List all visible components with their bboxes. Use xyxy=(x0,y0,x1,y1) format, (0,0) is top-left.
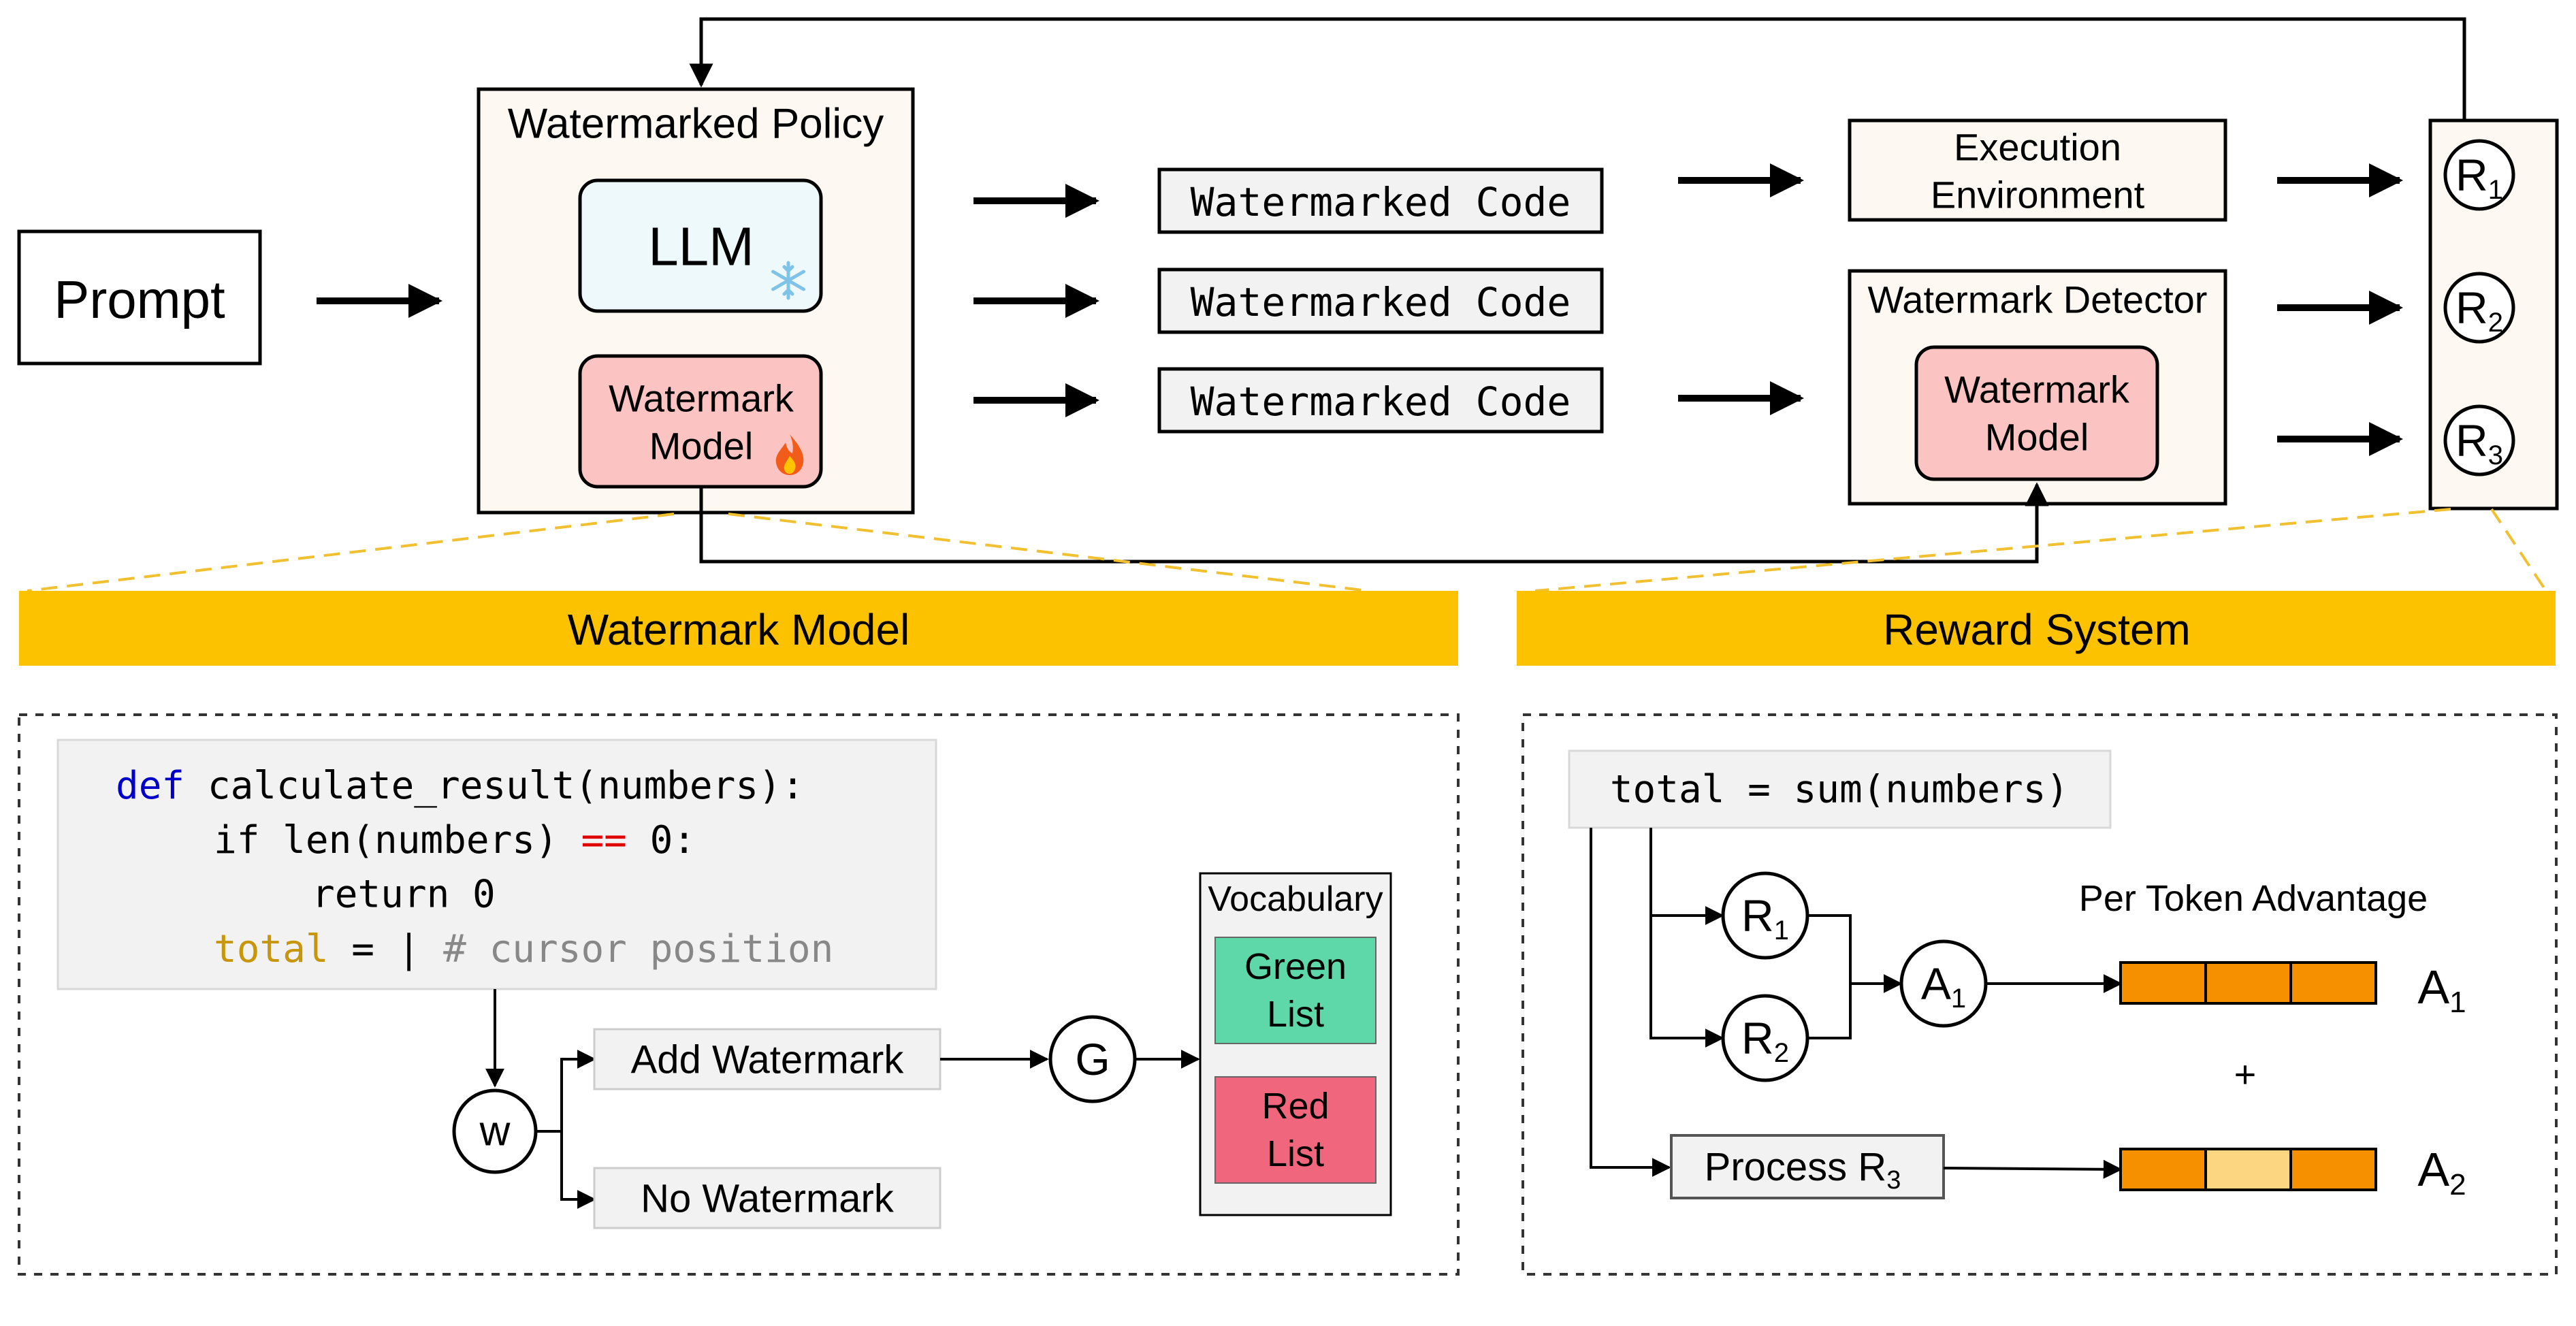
red-list-box xyxy=(1214,1076,1376,1184)
process-to-tokens-arrow xyxy=(1943,1159,2123,1179)
w-to-none-arrow xyxy=(560,1131,596,1209)
execution-environment-box: Execution Environment xyxy=(1848,118,2227,222)
adv-r1-label: R1 xyxy=(1741,890,1789,945)
watermarked-code-label: Watermarked Code xyxy=(1191,378,1571,425)
a1-label: A1 xyxy=(1921,958,1966,1014)
green-list-label-line1: Green xyxy=(1244,946,1347,987)
feedback-loop-arrow xyxy=(689,17,2466,119)
code-line-3: return 0 xyxy=(312,873,496,917)
code-to-process-arrow xyxy=(1590,828,1671,1177)
banner-right-label: Reward System xyxy=(1883,605,2191,654)
token-a1-2 xyxy=(2204,961,2292,1005)
token-bar-a2 xyxy=(2119,1148,2377,1191)
execution-label-line2: Environment xyxy=(1931,174,2145,216)
code-line-1: def calculate_result(numbers): xyxy=(116,764,804,808)
zoom-line-right-1 xyxy=(1534,508,2451,592)
execution-label-line1: Execution xyxy=(1954,126,2121,169)
g-node-label: G xyxy=(1075,1034,1110,1084)
vocabulary-box: Vocabulary Green List Red List xyxy=(1199,872,1392,1216)
reward-column: R1 R2 R3 xyxy=(2428,118,2559,511)
code-snippet-box: def calculate_result(numbers): if len(nu… xyxy=(57,739,937,990)
detector-watermark-model-box xyxy=(1914,345,2159,481)
green-list-box xyxy=(1214,937,1376,1044)
watermark-detector-box: Watermark Detector Watermark Model xyxy=(1848,269,2227,506)
process-r3-box: Process R3 xyxy=(1670,1134,1945,1199)
watermarked-code-box-2: Watermarked Code xyxy=(1157,268,1604,334)
llm-label: LLM xyxy=(648,216,754,277)
zoom-line-right-2 xyxy=(2490,508,2547,592)
code-to-r2-arrow xyxy=(1649,916,1724,1048)
vocabulary-title: Vocabulary xyxy=(1208,879,1383,919)
banner-reward-system: Reward System xyxy=(1517,591,2556,666)
red-list-label-line2: List xyxy=(1267,1133,1324,1174)
code-to-r1-arrow xyxy=(1649,828,1724,925)
prompt-box: Prompt xyxy=(17,229,262,366)
code-line-2: if len(numbers) == 0: xyxy=(214,818,696,862)
detector-model-label-line1: Watermark xyxy=(1944,368,2130,411)
reward-r2-circle xyxy=(2443,272,2515,344)
token-a1-3 xyxy=(2289,961,2377,1005)
w-to-add-arrow xyxy=(536,1050,596,1133)
code-line-4: total = | # cursor position xyxy=(214,927,833,971)
advantage-a2-label: A2 xyxy=(2417,1143,2466,1201)
watermarked-code-label: Watermarked Code xyxy=(1191,179,1571,225)
llm-box xyxy=(578,178,823,313)
policy-title: Watermarked Policy xyxy=(508,101,884,148)
watermark-model-panel xyxy=(18,713,1460,1276)
plus-sign: + xyxy=(2234,1053,2257,1096)
watermark-model-label-line1: Watermark xyxy=(609,377,794,420)
reward-r2-label: R2 xyxy=(2456,282,2503,338)
fire-icon xyxy=(775,434,804,475)
banner-left-label: Watermark Model xyxy=(568,605,910,654)
reward-r3-label: R3 xyxy=(2456,415,2503,470)
zoom-line-left-2 xyxy=(728,513,1369,592)
reward-code-box: total = sum(numbers) xyxy=(1568,749,2112,829)
reward-r3-circle xyxy=(2443,404,2515,476)
no-watermark-box: No Watermark xyxy=(593,1167,941,1229)
reward-system-panel xyxy=(1522,713,2558,1276)
zoom-line-left-1 xyxy=(27,513,675,592)
no-watermark-label: No Watermark xyxy=(641,1177,895,1221)
watermark-model-label-line2: Model xyxy=(649,425,754,468)
watermarked-policy-box: Watermarked Policy LLM Watermark Model xyxy=(477,87,915,515)
reward-r1-label: R1 xyxy=(2456,150,2503,205)
process-r3-label: Process R3 xyxy=(1705,1145,1901,1195)
token-a2-1 xyxy=(2119,1148,2207,1191)
add-watermark-box: Add Watermark xyxy=(593,1028,941,1090)
snowflake-icon xyxy=(771,261,805,300)
r1-r2-merge-lines xyxy=(1807,914,1852,1039)
watermarked-code-label: Watermarked Code xyxy=(1191,279,1571,325)
add-watermark-label: Add Watermark xyxy=(631,1038,905,1082)
red-list-label-line1: Red xyxy=(1261,1086,1329,1127)
token-a2-3 xyxy=(2289,1148,2377,1191)
reward-r1-circle xyxy=(2443,139,2515,211)
detector-model-label-line2: Model xyxy=(1985,416,2089,459)
watermarked-code-box-1: Watermarked Code xyxy=(1157,167,1604,234)
token-bar-a1 xyxy=(2119,961,2377,1005)
green-list-label-line2: List xyxy=(1267,994,1324,1035)
adv-r2-label: R2 xyxy=(1741,1013,1789,1068)
token-a1-1 xyxy=(2119,961,2207,1005)
token-a2-2 xyxy=(2204,1148,2292,1191)
advantage-a1-label: A1 xyxy=(2417,960,2466,1019)
banner-watermark-model: Watermark Model xyxy=(19,591,1458,666)
shared-watermark-model-link xyxy=(699,482,2049,564)
prompt-label: Prompt xyxy=(54,270,225,329)
reward-code-label: total = sum(numbers) xyxy=(1610,768,2069,812)
watermarked-code-box-3: Watermarked Code xyxy=(1157,367,1604,434)
per-token-advantage-title: Per Token Advantage xyxy=(2079,878,2428,919)
detector-title: Watermark Detector xyxy=(1868,278,2208,321)
w-node-label: w xyxy=(479,1108,511,1155)
